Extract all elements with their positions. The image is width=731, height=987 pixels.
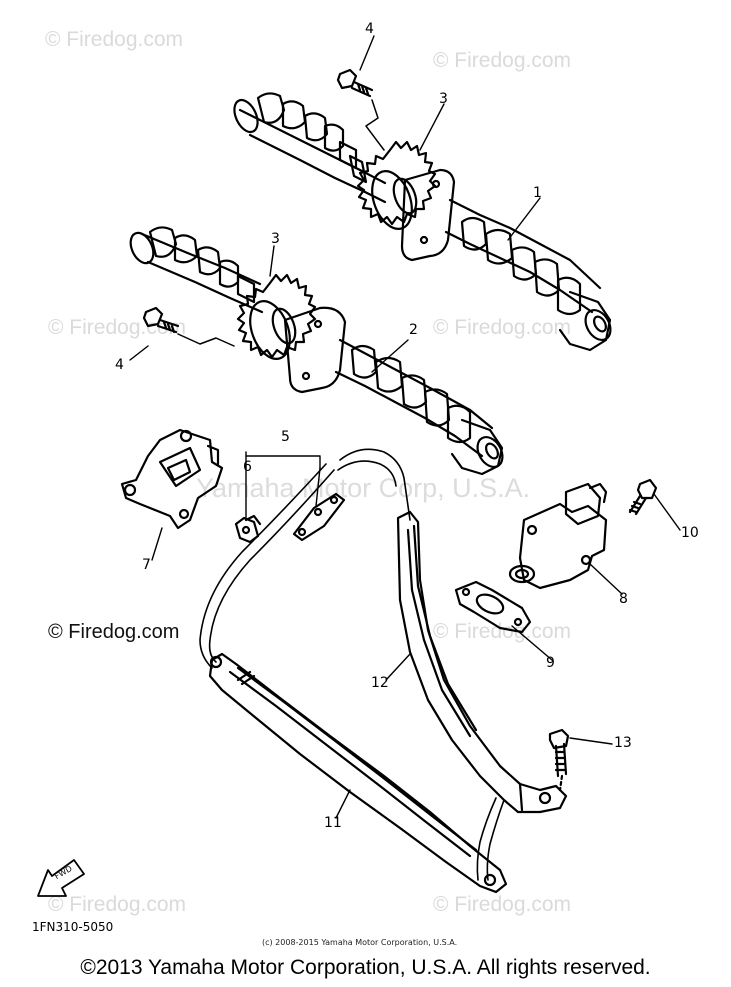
watermark-firedog-bottom-right: © Firedog.com xyxy=(433,893,572,916)
callout-13: 13 xyxy=(614,735,632,751)
callout-3-lower: 3 xyxy=(271,231,280,247)
chain-guide-12-drawing xyxy=(396,510,568,814)
bolt-leader-lower xyxy=(177,333,235,347)
bolt-leader-upper xyxy=(365,99,385,151)
callout-5: 5 xyxy=(281,429,290,445)
watermark-firedog-lower-right: © Firedog.com xyxy=(433,620,572,643)
watermark-firedog-top-right: © Firedog.com xyxy=(433,49,572,72)
cam-sprocket-lower-drawing xyxy=(236,273,317,360)
callout-6: 6 xyxy=(243,459,252,475)
part-number: 1FN310-5050 xyxy=(32,920,114,934)
timing-chain-loop-drawing xyxy=(199,448,505,881)
callout-12: 12 xyxy=(371,675,389,691)
callout-7: 7 xyxy=(142,557,151,573)
callout-10: 10 xyxy=(681,525,699,541)
watermark-firedog-mid-right: © Firedog.com xyxy=(433,316,572,339)
callout-2: 2 xyxy=(409,322,418,338)
bolt-4-upper-drawing xyxy=(336,68,374,98)
callout-4-left: 4 xyxy=(115,357,124,373)
callout-9: 9 xyxy=(546,655,555,671)
watermark-firedog-top-left: © Firedog.com xyxy=(45,28,184,51)
watermark-firedog-dark: © Firedog.com xyxy=(48,621,180,643)
small-copyright: (c) 2008-2015 Yamaha Motor Corporation, … xyxy=(262,938,458,947)
watermark-firedog-bottom-left: © Firedog.com xyxy=(48,893,187,916)
bolt-10-drawing xyxy=(628,478,658,516)
callout-11: 11 xyxy=(324,815,342,831)
bolt-4-lower-drawing xyxy=(142,306,180,334)
chain-guide-11-drawing xyxy=(208,652,508,894)
gasket-9-drawing xyxy=(454,580,532,634)
camshaft-2-drawing xyxy=(129,226,504,476)
callout-1: 1 xyxy=(533,185,542,201)
fwd-arrow-icon xyxy=(37,859,85,897)
callout-4-top: 4 xyxy=(365,21,374,37)
cam-sprocket-upper-drawing xyxy=(356,140,437,230)
callout-8: 8 xyxy=(619,591,628,607)
chain-guide-7-drawing xyxy=(120,428,224,530)
watermark-yamaha: Yamaha Motor Corp, U.S.A. xyxy=(196,473,531,503)
tensioner-8-drawing xyxy=(508,482,608,590)
camshaft-1-drawing xyxy=(233,92,612,352)
chain-link-5-drawing xyxy=(292,492,346,542)
footer-copyright: ©2013 Yamaha Motor Corporation, U.S.A. A… xyxy=(80,956,651,979)
callout-3-top: 3 xyxy=(439,91,448,107)
watermark-firedog-mid-left: © Firedog.com xyxy=(48,316,187,339)
callout-leaders xyxy=(129,35,681,819)
bolt-13-drawing xyxy=(548,728,570,792)
